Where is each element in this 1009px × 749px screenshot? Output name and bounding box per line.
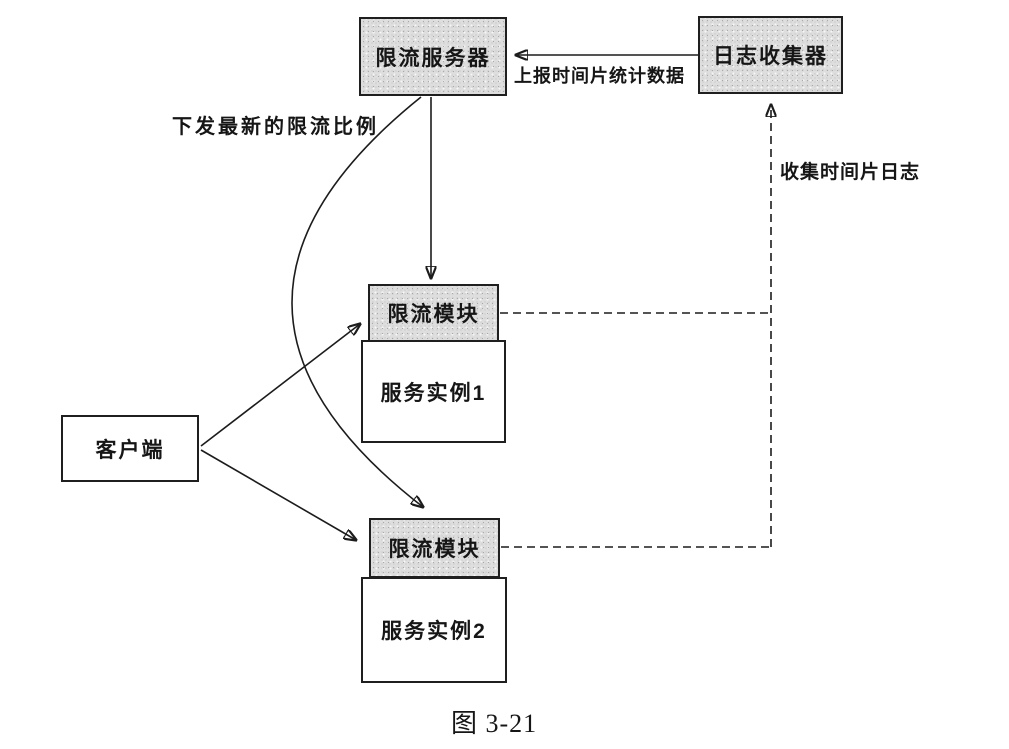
node-rate-limit-module-2-label: 限流模块 — [388, 538, 481, 561]
node-service-instance-2: 服务实例2 — [361, 577, 507, 683]
node-service-instance-1: 服务实例1 — [361, 340, 506, 443]
node-log-collector-label: 日志收集器 — [713, 45, 828, 68]
edge-label-dispatch-ratio: 下发最新的限流比例 — [172, 116, 379, 138]
node-rate-limit-server: 限流服务器 — [359, 17, 507, 96]
edge-client-to-module1 — [200, 324, 360, 447]
node-client-label: 客户端 — [95, 438, 165, 462]
figure-caption: 图 3-21 — [451, 709, 538, 738]
edge-label-report-stats: 上报时间片统计数据 — [514, 66, 685, 86]
node-rate-limit-module-1-label: 限流模块 — [387, 303, 480, 326]
edge-client-to-module2 — [200, 449, 356, 540]
node-log-collector: 日志收集器 — [698, 16, 843, 94]
node-service-instance-2-label: 服务实例2 — [381, 620, 487, 643]
node-client: 客户端 — [61, 415, 199, 482]
edge-label-collect-logs: 收集时间片日志 — [780, 162, 921, 183]
node-service-instance-1-label: 服务实例1 — [380, 381, 487, 405]
node-rate-limit-server-label: 限流服务器 — [375, 46, 491, 70]
node-rate-limit-module-2: 限流模块 — [369, 518, 500, 578]
node-rate-limit-module-1: 限流模块 — [368, 284, 499, 342]
